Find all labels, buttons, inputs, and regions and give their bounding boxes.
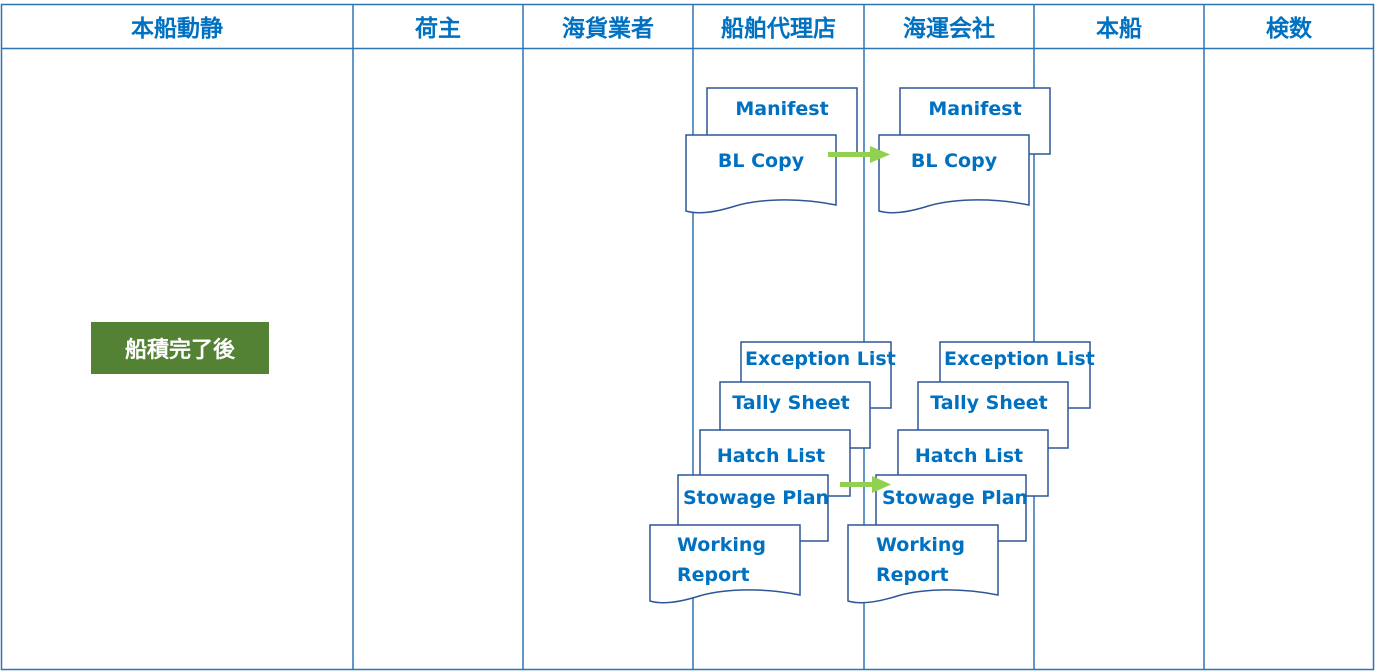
working-report-label: Working (876, 534, 965, 556)
lane-frame (0, 3, 1375, 671)
hatch-list-label: Hatch List (914, 445, 1024, 467)
hatch-list-label: Hatch List (716, 445, 826, 467)
tally-sheet-label: Tally Sheet (732, 392, 850, 414)
working-report-label: Working (677, 534, 766, 556)
working-report-doc-shape (847, 524, 999, 604)
bl-copy-label: BL Copy (717, 150, 805, 172)
lane-header-forwarder: 海貨業者 (562, 16, 654, 42)
manifest-label: Manifest (735, 98, 829, 120)
lane-header-ship-agent: 船舶代理店 (721, 16, 836, 42)
manifest-label: Manifest (928, 98, 1022, 120)
tally-sheet-label: Tally Sheet (930, 392, 1048, 414)
lane-header-vessel-status: 本船動静 (131, 16, 223, 42)
transfer-arrow (828, 146, 890, 163)
transfer-arrow (840, 476, 891, 493)
lane-header-shipping-company: 海運会社 (903, 16, 995, 42)
working-report-label: Report (677, 564, 750, 586)
working-report-doc-shape (649, 524, 801, 604)
lane-header-tally: 検数 (1266, 16, 1312, 42)
exception-list-label: Exception List (745, 348, 896, 370)
bl-copy-doc-shape (878, 134, 1030, 214)
lane-header-shipper: 荷主 (415, 16, 461, 42)
working-report-label: Report (876, 564, 949, 586)
bl-copy-label: BL Copy (910, 150, 998, 172)
bl-copy-doc-shape (685, 134, 837, 214)
lane-header-vessel: 本船 (1096, 16, 1142, 42)
stowage-plan-label: Stowage Plan (683, 487, 830, 509)
exception-list-label: Exception List (944, 348, 1095, 370)
stowage-plan-label: Stowage Plan (882, 487, 1029, 509)
stage-badge: 船積完了後 (91, 322, 269, 374)
